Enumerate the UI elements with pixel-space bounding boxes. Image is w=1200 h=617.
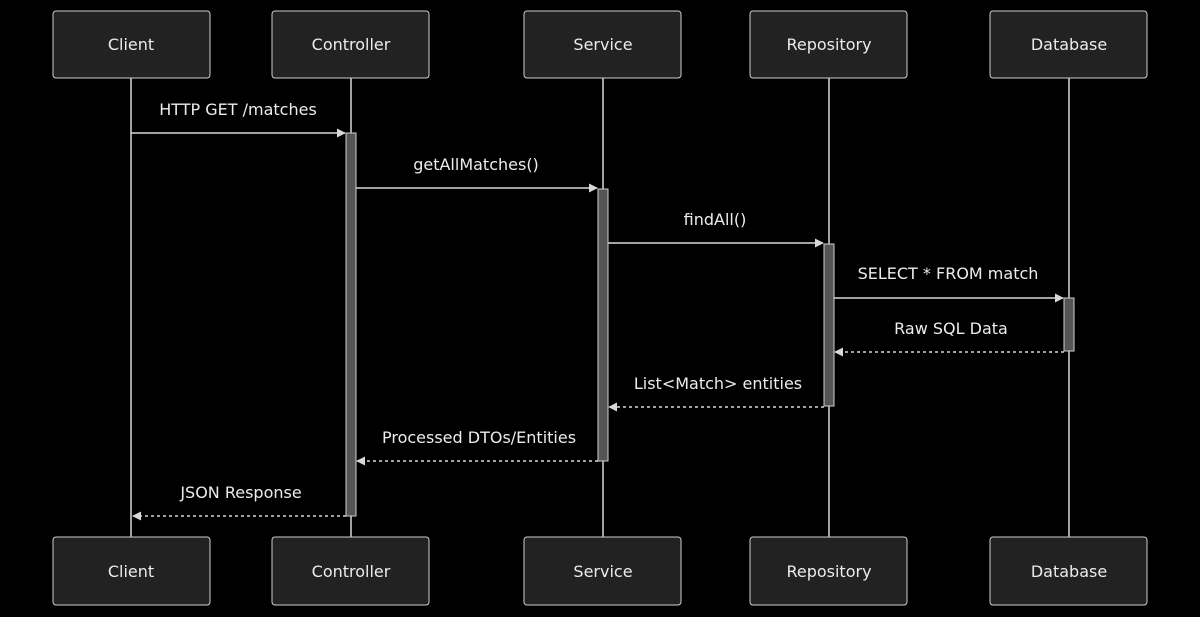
participants-bottom: Client Controller Service Repository Dat…: [52, 536, 1148, 606]
message-get-all-matches: getAllMatches(): [356, 155, 598, 193]
participants-top: Client Controller Service Repository Dat…: [52, 10, 1148, 79]
participant-label: Service: [573, 35, 632, 54]
participant-label: Service: [573, 562, 632, 581]
message-select-query: SELECT * FROM match: [834, 264, 1064, 303]
participant-label: Repository: [786, 562, 871, 581]
participant-box: [52, 10, 211, 79]
participant-service-top: Service: [523, 10, 682, 79]
message-label: Raw SQL Data: [894, 319, 1008, 338]
message-http-get: HTTP GET /matches: [131, 100, 346, 138]
participant-service-bottom: Service: [523, 536, 682, 606]
activation-bars: [345, 132, 1075, 517]
participant-database-top: Database: [989, 10, 1148, 79]
participant-label: Client: [108, 562, 154, 581]
message-label: JSON Response: [179, 483, 301, 502]
activation-service: [597, 188, 609, 462]
messages: HTTP GET /matches getAllMatches() findAl…: [131, 100, 1064, 521]
participant-box: [989, 10, 1148, 79]
message-label: findAll(): [684, 210, 747, 229]
participant-box: [271, 10, 430, 79]
message-raw-sql-data: Raw SQL Data: [834, 319, 1064, 357]
activation-controller: [345, 132, 357, 517]
participant-client-top: Client: [52, 10, 211, 79]
participant-box: [749, 536, 908, 606]
message-label: getAllMatches(): [413, 155, 539, 174]
message-label: Processed DTOs/Entities: [382, 428, 576, 447]
participant-controller-bottom: Controller: [271, 536, 430, 606]
participant-label: Database: [1031, 35, 1107, 54]
activation-repository: [823, 243, 835, 407]
participant-box: [749, 10, 908, 79]
participant-repository-top: Repository: [749, 10, 908, 79]
message-label: List<Match> entities: [634, 374, 802, 393]
participant-label: Client: [108, 35, 154, 54]
activation-database: [1063, 297, 1075, 352]
participant-box: [989, 536, 1148, 606]
participant-client-bottom: Client: [52, 536, 211, 606]
message-label: HTTP GET /matches: [159, 100, 317, 119]
participant-box: [523, 536, 682, 606]
participant-controller-top: Controller: [271, 10, 430, 79]
participant-label: Repository: [786, 35, 871, 54]
participant-label: Database: [1031, 562, 1107, 581]
participant-repository-bottom: Repository: [749, 536, 908, 606]
message-list-match-entities: List<Match> entities: [608, 374, 824, 412]
participant-label: Controller: [312, 562, 391, 581]
participant-label: Controller: [312, 35, 391, 54]
message-find-all: findAll(): [608, 210, 824, 248]
participant-box: [52, 536, 211, 606]
participant-database-bottom: Database: [989, 536, 1148, 606]
message-processed-dtos: Processed DTOs/Entities: [356, 428, 598, 466]
participant-box: [523, 10, 682, 79]
message-label: SELECT * FROM match: [858, 264, 1039, 283]
message-json-response: JSON Response: [132, 483, 346, 521]
participant-box: [271, 536, 430, 606]
